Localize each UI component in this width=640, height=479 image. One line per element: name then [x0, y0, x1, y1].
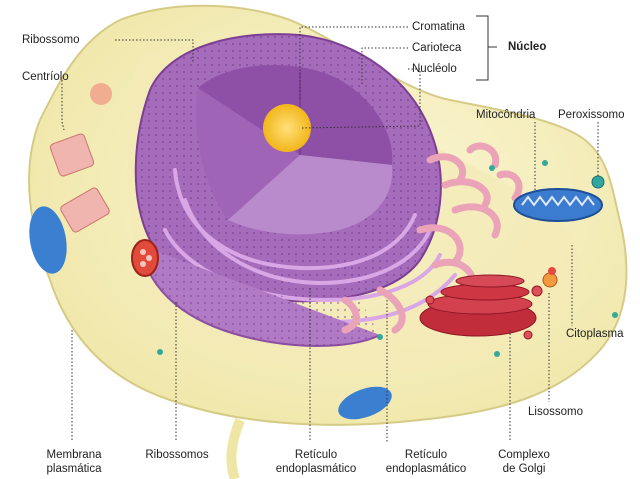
- label-mitocondria: Mitocôndria: [476, 109, 536, 121]
- vacuole: [29, 206, 67, 274]
- label-reticulo-rugoso: Retículo endoplasmático: [378, 448, 474, 476]
- vesicle: [90, 83, 112, 105]
- vacuole: [338, 386, 392, 420]
- mitochondrion: [513, 188, 603, 222]
- label-nucleo: Núcleo: [508, 41, 547, 53]
- label-centriolo: Centríolo: [22, 71, 69, 83]
- smooth-er: [341, 142, 523, 334]
- label-reticulo-rugoso-line1: Retículo: [404, 449, 448, 461]
- leader-lines: [61, 26, 599, 442]
- label-membrana-line2: plasmática: [46, 463, 102, 475]
- label-reticulo-liso-line1: Retículo: [294, 449, 338, 461]
- free-ribosomes: [157, 160, 618, 357]
- label-ribossomo: Ribossomo: [22, 34, 80, 46]
- label-membrana-plasmatica: Membrana plasmática: [38, 448, 110, 476]
- label-reticulo-liso-line2: endoplasmático: [275, 463, 357, 475]
- lysosome: [542, 272, 558, 288]
- label-membrana-line1: Membrana: [46, 449, 102, 461]
- label-lisossomo: Lisossomo: [528, 406, 583, 418]
- golgi-apparatus: [419, 274, 543, 340]
- label-cromatina: Cromatina: [412, 21, 466, 33]
- label-nucleolo: Nucléolo: [412, 63, 457, 75]
- label-reticulo-rugoso-line2: endoplasmático: [385, 463, 467, 475]
- label-peroxissomo: Peroxissomo: [558, 109, 625, 121]
- nucleus-bracket: [476, 15, 497, 81]
- label-ribossomos: Ribossomos: [145, 449, 209, 461]
- peroxisome: [591, 175, 605, 189]
- nucleolus: [263, 104, 311, 152]
- label-reticulo-liso: Retículo endoplasmático: [268, 448, 364, 476]
- label-golgi-line1: Complexo: [498, 449, 550, 461]
- label-complexo-golgi: Complexo de Golgi: [488, 448, 560, 476]
- centriole: [49, 133, 110, 233]
- label-citoplasma: Citoplasma: [566, 328, 624, 340]
- mitochondrion-section: [131, 239, 159, 277]
- label-carioteca: Carioteca: [412, 42, 462, 54]
- label-golgi-line2: de Golgi: [502, 463, 546, 475]
